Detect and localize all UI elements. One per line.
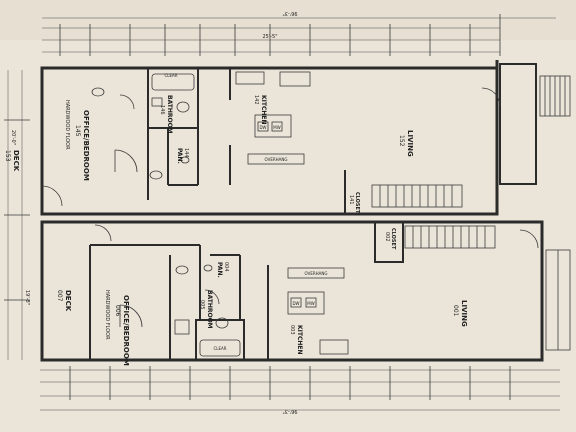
room-kitchen-upper-name: KITCHEN [260,95,267,125]
room-deck-153-name: DECK [12,150,20,172]
room-office-upper-number: 145 [74,125,81,137]
room-deck-007-name: DECK [64,290,72,312]
room-office-upper-name: OFFICE/BEDROOM [82,110,90,181]
clear-label: CLEAR [164,73,177,78]
upper-stair [371,184,463,208]
room-kitchen-lower-name: KITCHEN [296,325,303,355]
room-living-upper-name: LIVING [406,130,414,157]
room-bath-upper-name: BATHROOM [166,95,173,134]
room-pan-lower-number: 004 [223,262,229,272]
dim-left-vertical: 20'-0" [10,130,16,145]
upper-unit-walls [40,60,537,216]
dim-left-vertical-2: 19'-8" [24,290,30,305]
room-pan-lower-name: PAN. [216,262,223,278]
room-bath-lower-number: 005 [199,300,205,310]
room-bath-upper-number: 146 [159,105,165,115]
room-pan-upper-number: 144 [183,148,189,158]
room-closet-lower-number: 002 [384,232,390,242]
microwave-label-2: MW [307,301,314,306]
dishwasher-label: DW [259,125,266,130]
dim-top-segment: 25'-5" [262,34,277,40]
dimension-labels: 96'-3" 25'-5" 96'-3" 20'-0" 19'-8" [10,10,298,414]
room-labels: DECK 153 DECK 007 HARDWOOD FLOOR OFFICE/… [4,95,468,366]
room-closet-lower-name: CLOSET [390,228,396,250]
room-bath-lower-name: BATHROOM [206,290,213,329]
room-deck-153-number: 153 [4,150,11,162]
left-dimension-lines [4,70,30,360]
room-office-upper-floor: HARDWOOD FLOOR [64,100,70,150]
room-office-lower-name: OFFICE/BEDROOM [122,295,130,366]
bottom-dimension-lines [40,366,560,411]
microwave-label: MW [273,125,280,130]
room-kitchen-upper-number: 142 [253,95,259,105]
room-office-lower-number: 006 [114,305,121,317]
lower-stair [404,225,496,249]
room-living-upper-number: 152 [398,135,405,147]
top-dimension-lines [42,14,556,56]
room-pan-upper-name: PAN. [176,148,183,164]
dishwasher-label-2: DW [292,301,299,306]
room-living-lower-number: 001 [452,305,459,317]
counter-label: OVERHANG [265,157,288,162]
lower-unit-walls [40,220,544,362]
room-office-lower-floor: HARDWOOD FLOOR [104,290,110,340]
clear-label-2: CLEAR [213,346,226,351]
room-living-lower-name: LIVING [460,300,468,327]
room-kitchen-lower-number: 003 [289,325,295,335]
dim-overall-top: 96'-3" [282,10,297,16]
room-closet-upper-number: 141 [348,195,354,205]
room-deck-007-number: 007 [56,290,63,302]
dim-overall-bottom: 96'-3" [282,408,297,414]
counter-label-2: OVERHANG [305,271,328,276]
room-closet-upper-name: CLOSET [354,192,360,214]
